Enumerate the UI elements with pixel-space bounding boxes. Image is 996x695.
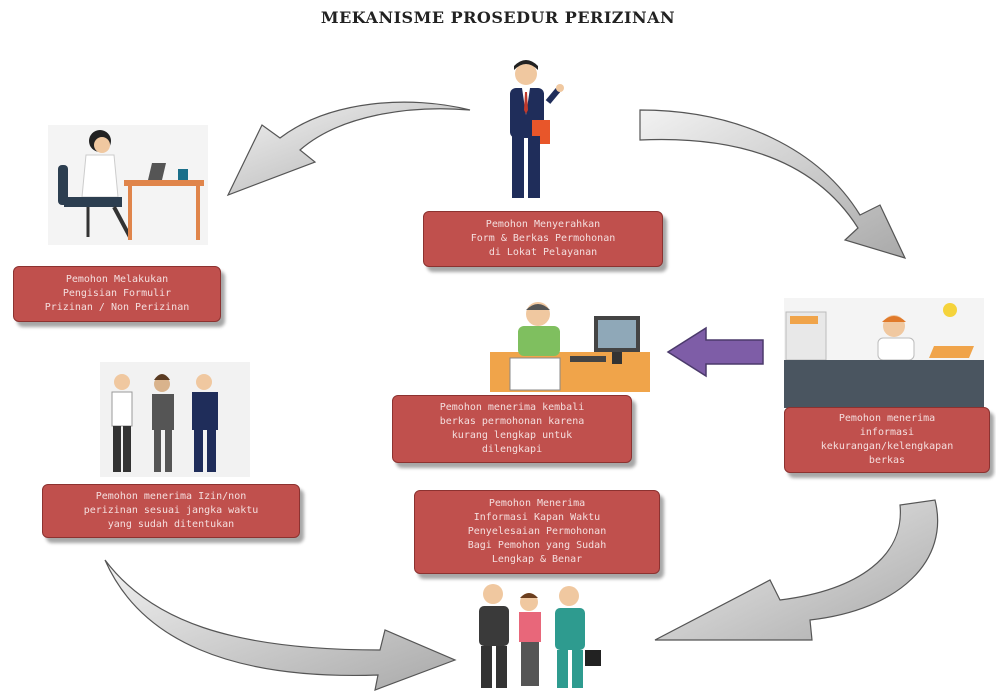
office-desk-icon [784, 298, 984, 408]
arrow-bottom-right [654, 499, 939, 641]
business-group-icon [100, 362, 250, 477]
arrow-bottom-left [104, 559, 457, 691]
step-serah-berkas: Pemohon Menyerahkan Form & Berkas Permoh… [423, 211, 663, 267]
step-informasi-waktu: Pemohon Menerima Informasi Kapan Waktu P… [414, 490, 660, 574]
step-pengisian-formulir: Pemohon Melakukan Pengisian Formulir Pri… [13, 266, 221, 322]
arrow-purple-left [666, 326, 764, 378]
woman-at-desk-icon [48, 125, 208, 245]
arrow-top-left [226, 101, 471, 197]
worker-at-computer-icon [490, 302, 650, 392]
people-meeting-icon [479, 584, 601, 688]
step-terima-informasi: Pemohon menerima informasi kekurangan/ke… [784, 407, 990, 473]
businessman-icon [510, 60, 564, 198]
diagram-title: MEKANISME PROSEDUR PERIZINAN [320, 8, 676, 27]
step-terima-izin: Pemohon menerima Izin/non perizinan sesu… [42, 484, 300, 538]
arrow-top-right [639, 109, 907, 259]
step-terima-kembali: Pemohon menerima kembali berkas permohon… [392, 395, 632, 463]
